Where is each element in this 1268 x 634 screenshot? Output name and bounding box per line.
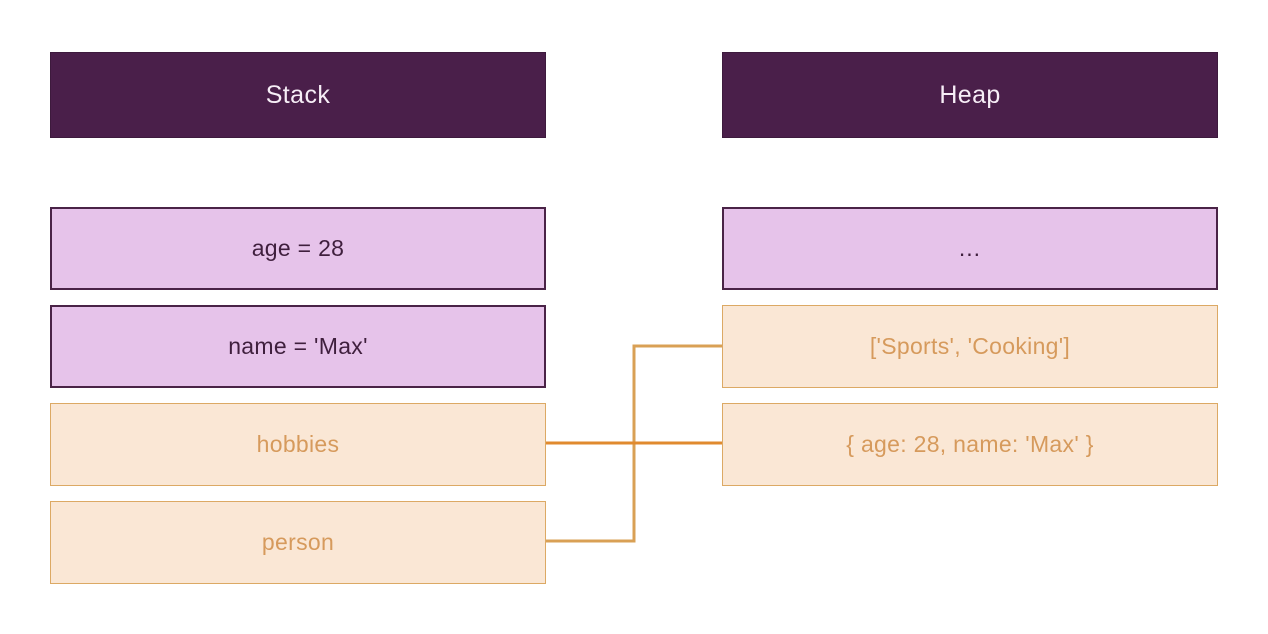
heap-cell-hobbies-array: ['Sports', 'Cooking'] <box>722 305 1218 388</box>
stack-cell-age-label: age = 28 <box>251 235 345 261</box>
stack-cell-person-label: person <box>261 529 335 555</box>
stack-cell-person: person <box>50 501 546 584</box>
stack-cell-age: age = 28 <box>50 207 546 290</box>
heap-cell-ellipsis-label: ... <box>958 234 982 261</box>
heap-header-label: Heap <box>939 80 1001 109</box>
heap-cell-hobbies-array-label: ['Sports', 'Cooking'] <box>869 333 1071 359</box>
stack-cell-hobbies: hobbies <box>50 403 546 486</box>
stack-cell-hobbies-label: hobbies <box>256 431 340 457</box>
heap-cell-person-object: { age: 28, name: 'Max' } <box>722 403 1218 486</box>
heap-column-header: Heap <box>722 52 1218 138</box>
heap-cell-ellipsis: ... <box>722 207 1218 290</box>
stack-header-label: Stack <box>265 80 331 109</box>
heap-cell-person-object-label: { age: 28, name: 'Max' } <box>846 431 1094 457</box>
stack-column-header: Stack <box>50 52 546 138</box>
connector-person-to-hobbies-array <box>543 344 724 543</box>
stack-cell-name: name = 'Max' <box>50 305 546 388</box>
stack-cell-name-label: name = 'Max' <box>228 333 368 359</box>
